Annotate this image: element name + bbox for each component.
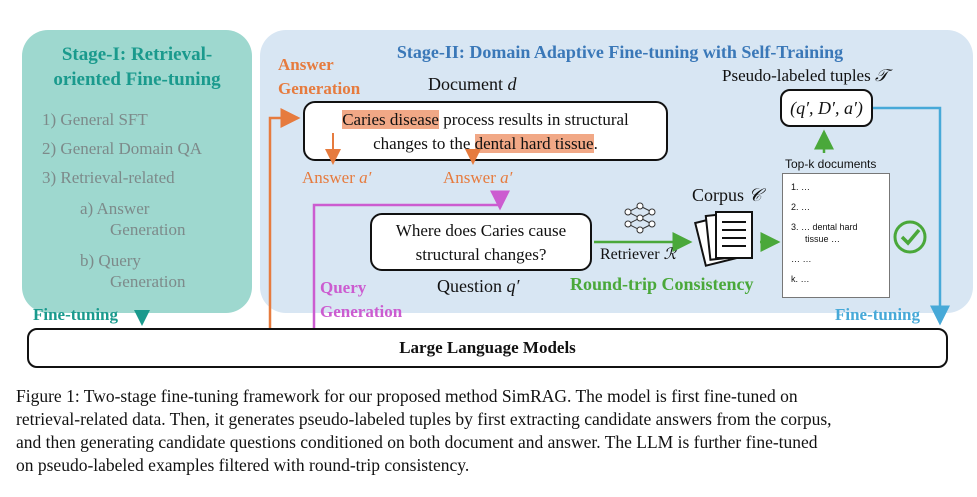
answer-generation-label: Answer Generation (278, 55, 361, 98)
topk-item: 2. … (791, 202, 811, 212)
query-generation-label: Query Generation (320, 278, 403, 321)
caption-line: and then generating candidate questions … (16, 432, 818, 452)
finetuning-right-label: Fine-tuning (835, 305, 921, 324)
corpus-label: Corpus 𝒞 (692, 185, 762, 205)
figure-caption: Figure 1: Two-stage fine-tuning framewor… (16, 385, 966, 477)
caption-line: Figure 1: Two-stage fine-tuning framewor… (16, 386, 798, 406)
stage1-item-general-qa: 2) General Domain QA (42, 139, 203, 158)
stage1-panel (22, 30, 252, 313)
question-label: Question q′ (437, 276, 520, 296)
neural-network-icon (624, 202, 656, 234)
stage1-item-retrieval: 3) Retrieval-related (42, 168, 175, 187)
answer-label-2: Answer a′ (443, 168, 513, 187)
roundtrip-consistency-label: Round-trip Consistency (570, 274, 754, 294)
tuple-box: (q′, D′, a′) (780, 89, 873, 127)
query-generation-arrow (312, 190, 510, 328)
stage1-title: Stage-I: Retrieval- oriented Fine-tuning (53, 44, 221, 90)
answer-highlight-2: dental hard tissue (474, 134, 594, 153)
answer-highlight-1: Caries disease (342, 110, 439, 129)
topk-item: k. … (791, 274, 810, 284)
topk-item: 1. … (791, 182, 811, 192)
check-mark-icon (893, 220, 927, 254)
caption-line: retrieval-related data. Then, it generat… (16, 409, 832, 429)
topk-label: Top-k documents (785, 157, 877, 171)
answer-label-1: Answer a′ (302, 168, 372, 187)
corpus-documents-icon (694, 211, 753, 267)
topk-item: tissue … (805, 234, 841, 244)
topk-item: … … (791, 254, 812, 264)
llm-bar: Large Language Models (27, 328, 948, 368)
stage1-subitem-answer-gen: a) Answer Generation (80, 199, 186, 239)
document-label: Document d (428, 74, 517, 94)
finetuning-left-label: Fine-tuning (33, 305, 119, 324)
roundtrip-arrows (594, 129, 834, 252)
topk-documents-list: 1. … 2. … 3. … dental hard tissue … … … … (782, 173, 890, 298)
topk-item: 3. … dental hard (791, 222, 858, 232)
pseudo-labeled-label: Pseudo-labeled tuples 𝒯 (722, 66, 888, 85)
finetuning-return-arrow (873, 106, 950, 326)
stage1-subitem-query-gen: b) Query Generation (80, 251, 186, 291)
caption-line: on pseudo-labeled examples filtered with… (16, 455, 470, 475)
stage2-title: Stage-II: Domain Adaptive Fine-tuning wi… (396, 42, 844, 62)
answer-generation-arrow (268, 108, 481, 328)
question-box: Where does Caries cause structural chang… (370, 213, 592, 271)
document-box: Caries disease process results in struct… (303, 101, 668, 161)
stage1-item-general-sft: 1) General SFT (42, 110, 148, 129)
